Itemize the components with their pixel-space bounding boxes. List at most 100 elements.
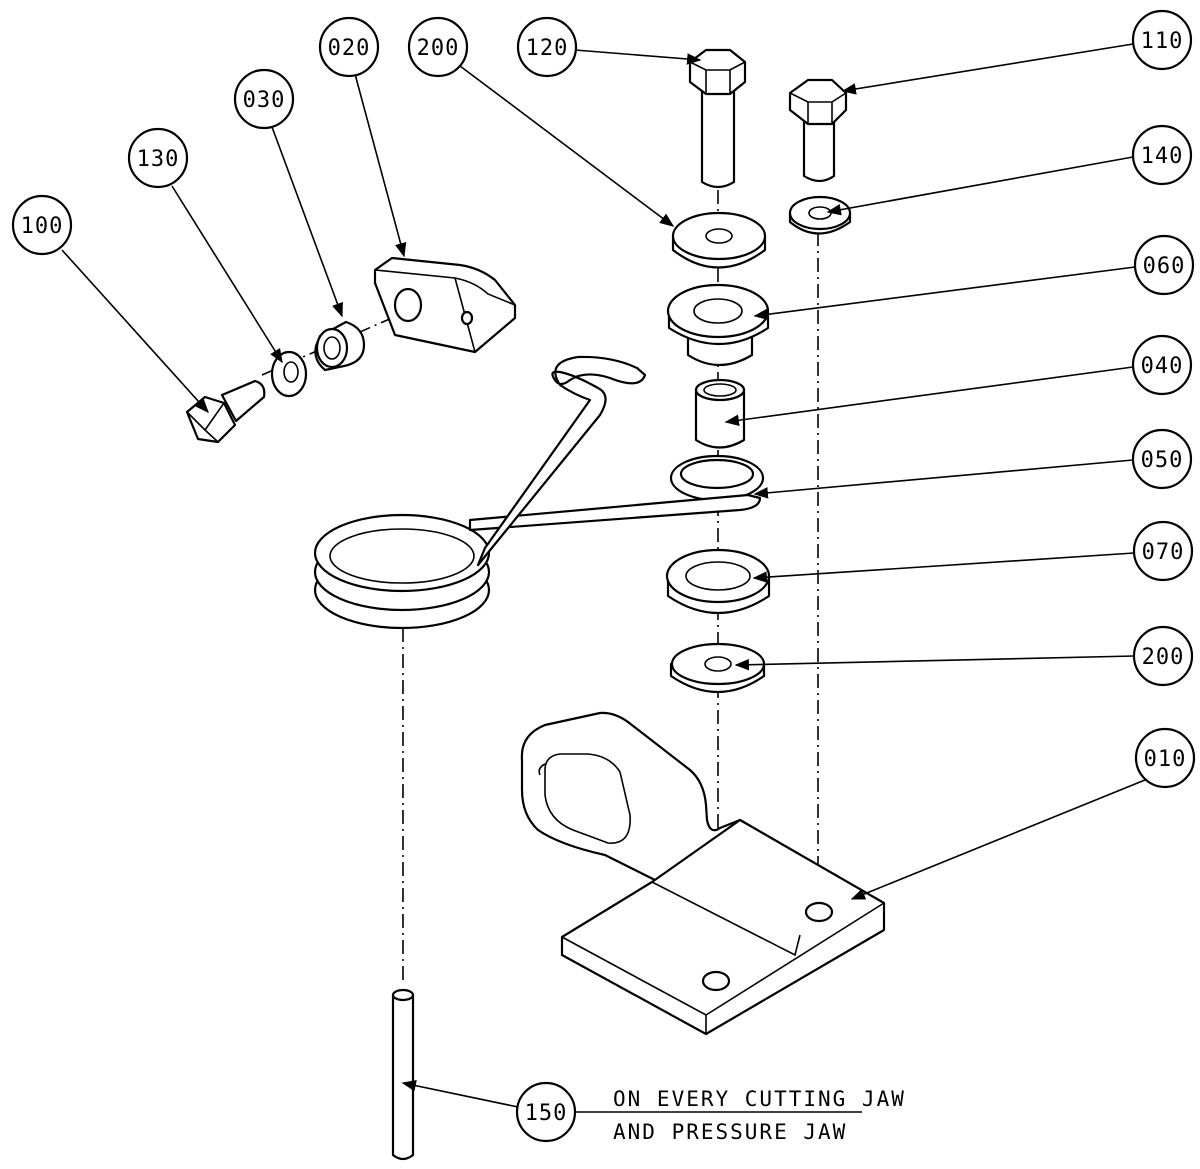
plate-hole-large	[393, 287, 423, 323]
balloon-010-label: 010	[1144, 747, 1187, 772]
part-200-top-washer	[671, 211, 767, 269]
bracket-slot	[544, 753, 631, 844]
part-100-bolt	[185, 379, 266, 444]
bracket-hole-rear	[804, 901, 834, 923]
bracket-step-line	[651, 881, 801, 957]
pin-top	[391, 988, 415, 1002]
pin-body	[391, 993, 415, 1161]
balloon-060	[1133, 234, 1195, 296]
leader-200-top	[459, 65, 675, 227]
part-150-pin	[391, 988, 415, 1161]
balloon-140	[1131, 124, 1193, 186]
bolt-120-shank	[700, 88, 736, 189]
balloon-200-bottom-label: 200	[1142, 645, 1185, 670]
balloon-110	[1131, 9, 1193, 71]
leader-200-bottom	[734, 655, 1135, 671]
bracket-hole-front	[701, 970, 731, 992]
leader-060	[753, 266, 1136, 321]
bolt-120-head-face	[689, 61, 746, 94]
washer-140-top	[788, 195, 852, 231]
spring-coil-1	[313, 513, 491, 593]
washer-130-outer	[270, 350, 308, 398]
part-140-washer	[788, 195, 852, 235]
balloons: 020 200 120 110 030 130 100 140 060 040 …	[11, 9, 1196, 1143]
part-110-bolt	[788, 78, 848, 183]
sleeve-040-bore	[703, 383, 737, 397]
balloon-120	[516, 16, 578, 78]
snap-ring-inner	[679, 458, 755, 490]
part-050-snap-ring	[669, 454, 765, 502]
balloon-060-label: 060	[1143, 254, 1186, 279]
leader-140	[826, 156, 1134, 216]
balloon-110-label: 110	[1141, 29, 1184, 54]
sleeve-040-top	[694, 378, 746, 402]
balloon-130-label: 130	[137, 147, 180, 172]
plate-hole-small	[460, 310, 474, 326]
leader-010	[850, 779, 1146, 900]
note-line-1: ON EVERY CUTTING JAW	[613, 1087, 906, 1111]
leader-100	[61, 249, 209, 414]
part-030-spacer	[314, 320, 366, 372]
leader-070	[752, 552, 1135, 583]
leader-110	[841, 43, 1134, 95]
balloon-200-top	[407, 16, 469, 78]
balloon-150-label: 150	[525, 1101, 568, 1126]
bushing-060-top	[666, 283, 770, 339]
leader-050	[753, 459, 1134, 499]
balloon-070-label: 070	[1142, 540, 1185, 565]
sleeve-040-body	[694, 388, 746, 449]
part-020-plate	[373, 256, 517, 354]
bolt-100-head-face	[186, 402, 225, 443]
ring-070-top	[665, 548, 771, 604]
balloon-200-top-label: 200	[417, 36, 460, 61]
washer-200-top-face	[671, 211, 767, 261]
part-010-base-bracket	[520, 711, 886, 1036]
balloon-100-label: 100	[21, 214, 64, 239]
bolt-110-head-face	[789, 92, 847, 124]
bolt-100-shank	[220, 379, 266, 423]
balloon-200-bottom	[1132, 625, 1194, 687]
balloon-010	[1134, 727, 1196, 789]
leader-130	[171, 185, 283, 364]
leader-040	[724, 366, 1134, 426]
part-040-sleeve	[694, 378, 746, 449]
torsion-spring	[313, 355, 762, 630]
washer-200-top-hole	[705, 228, 733, 244]
balloon-040	[1131, 334, 1193, 396]
balloon-020-label: 020	[328, 36, 371, 61]
leader-030	[271, 126, 343, 318]
leader-120	[574, 49, 702, 65]
balloon-050	[1131, 428, 1193, 490]
note: ON EVERY CUTTING JAW AND PRESSURE JAW	[575, 1087, 906, 1144]
ring-070-bore	[685, 561, 751, 591]
bolt-120-head	[688, 48, 747, 96]
spring-arm-long	[468, 493, 762, 532]
balloon-140-label: 140	[1141, 144, 1184, 169]
bolt-110-shank	[802, 116, 836, 183]
bushing-060-bore	[693, 298, 743, 324]
balloon-070	[1132, 520, 1194, 582]
part-060-flanged-bushing	[666, 283, 770, 366]
leader-lines	[61, 43, 1146, 1108]
note-line-2: AND PRESSURE JAW	[613, 1120, 847, 1144]
spacer-bore	[323, 336, 341, 360]
part-070-ring	[665, 548, 771, 614]
bracket-slot-inner	[538, 763, 546, 776]
spring-coil-inner	[329, 528, 475, 584]
washer-200-bottom-hole	[704, 656, 732, 672]
balloon-020	[318, 16, 380, 78]
balloon-040-label: 040	[1141, 354, 1184, 379]
balloon-100	[11, 194, 73, 256]
part-130-washer	[270, 350, 308, 398]
balloon-120-label: 120	[526, 36, 569, 61]
part-200-bottom-washer	[669, 642, 766, 693]
balloon-030	[233, 68, 295, 130]
part-120-bolt	[688, 48, 747, 189]
balloon-050-label: 050	[1141, 448, 1184, 473]
balloon-130	[127, 127, 189, 189]
spring-arm-hook	[476, 355, 647, 567]
balloon-030-label: 030	[243, 88, 286, 113]
leader-150	[401, 1080, 519, 1108]
leader-020	[354, 73, 407, 258]
